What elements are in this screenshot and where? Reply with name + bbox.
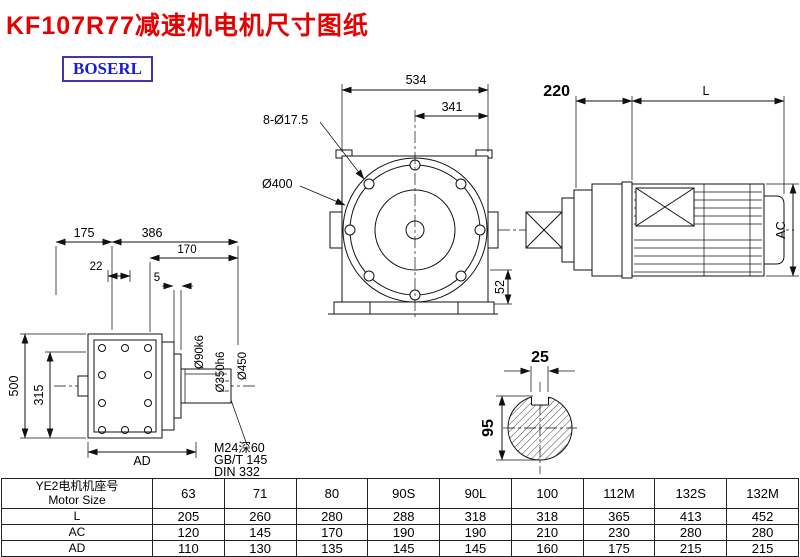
cell: 210: [510, 524, 584, 541]
row-label: AC: [1, 524, 153, 541]
dim-90k6: Ø90k6: [194, 335, 206, 369]
cell: 190: [367, 524, 441, 541]
size-col: 90L: [439, 478, 512, 509]
cell: 215: [726, 540, 799, 557]
output-shaft: [180, 368, 232, 404]
dim-341: 341: [442, 100, 463, 114]
dim-220: 220: [543, 83, 570, 100]
cell: 260: [223, 508, 297, 525]
dim-AC: AC: [774, 221, 788, 238]
cell: 215: [654, 540, 728, 557]
dim-170: 170: [177, 244, 196, 256]
cell: 145: [439, 540, 512, 557]
motor-dimension-table: YE2电机机座号 Motor Size 63 71 80 90S 90L 100…: [1, 478, 799, 557]
size-col: 100: [510, 478, 584, 509]
cell: 175: [582, 540, 656, 557]
front-view: 534 341 8-Ø17.5 Ø400 52: [262, 73, 512, 320]
cell: 280: [295, 508, 369, 525]
dim-400: Ø400: [262, 177, 293, 191]
cell: 413: [654, 508, 728, 525]
motor-body: [631, 183, 765, 277]
output-flange: [161, 341, 175, 431]
size-col: 90S: [367, 478, 441, 509]
note-gbt145: GB/T 145: [214, 453, 267, 467]
dim-25: 25: [531, 349, 549, 366]
motor-size-header: YE2电机机座号 Motor Size: [1, 478, 153, 509]
size-col: 63: [152, 478, 225, 509]
fan-cover: [763, 195, 785, 265]
brand-logo: BOSERL: [62, 56, 153, 82]
cell: 318: [439, 508, 512, 525]
note-din332: DIN 332: [214, 465, 260, 478]
housing-bolts: [98, 344, 152, 434]
table-row-AC: AC 120 145 170 190 190 210 230 280 280: [1, 524, 799, 541]
cell: 135: [295, 540, 369, 557]
dim-175: 175: [74, 226, 95, 240]
cell: 120: [152, 524, 225, 541]
size-col: 71: [223, 478, 297, 509]
note-m24: M24深60: [214, 441, 265, 455]
dim-22: 22: [90, 261, 103, 273]
cell: 452: [726, 508, 799, 525]
cell: 190: [439, 524, 512, 541]
dim-52: 52: [493, 280, 507, 294]
shaft-section-circle: [507, 395, 573, 461]
cell: 288: [367, 508, 441, 525]
cell: 130: [223, 540, 297, 557]
dim-AD: AD: [133, 454, 150, 468]
left-side-view: 500 315 175 386 170 22 5 Ø90k6 Ø350h6 Ø4…: [7, 226, 267, 478]
motor-side-view: 220 L AC: [525, 83, 799, 279]
dim-L: L: [703, 84, 710, 98]
header-en: Motor Size: [48, 492, 106, 507]
header-cn: YE2电机机座号: [35, 478, 119, 493]
shaft-section-view: 25 95: [480, 349, 577, 474]
technical-drawing: 534 341 8-Ø17.5 Ø400 52: [7, 73, 799, 478]
dim-5: 5: [154, 272, 160, 284]
dim-500: 500: [7, 376, 21, 397]
dim-534: 534: [406, 73, 427, 87]
cell: 280: [654, 524, 728, 541]
dim-315: 315: [32, 385, 46, 406]
cell: 160: [510, 540, 584, 557]
cell: 365: [582, 508, 656, 525]
cell: 170: [295, 524, 369, 541]
size-col: 112M: [582, 478, 656, 509]
dim-386: 386: [142, 226, 163, 240]
dim-95: 95: [480, 419, 497, 437]
cell: 318: [510, 508, 584, 525]
table-row-L: L 205 260 280 288 318 318 365 413 452: [1, 508, 799, 525]
bolt-holes: [344, 159, 486, 301]
page-title: KF107R77减速机电机尺寸图纸: [6, 12, 369, 40]
size-col: 132M: [726, 478, 799, 509]
dim-450: Ø450: [237, 352, 249, 380]
row-label: AD: [1, 540, 153, 557]
table-header-row: YE2电机机座号 Motor Size 63 71 80 90S 90L 100…: [1, 478, 799, 509]
dim-350h6: Ø350h6: [215, 352, 227, 393]
size-col: 132S: [654, 478, 728, 509]
size-col: 80: [295, 478, 369, 509]
cell: 280: [726, 524, 799, 541]
cell: 230: [582, 524, 656, 541]
cell: 205: [152, 508, 225, 525]
dim-bolt-holes: 8-Ø17.5: [263, 113, 308, 127]
cell: 145: [367, 540, 441, 557]
cell: 110: [152, 540, 225, 557]
cell: 145: [223, 524, 297, 541]
table-row-AD: AD 110 130 135 145 145 160 175 215 215: [1, 540, 799, 557]
row-label: L: [1, 508, 153, 525]
